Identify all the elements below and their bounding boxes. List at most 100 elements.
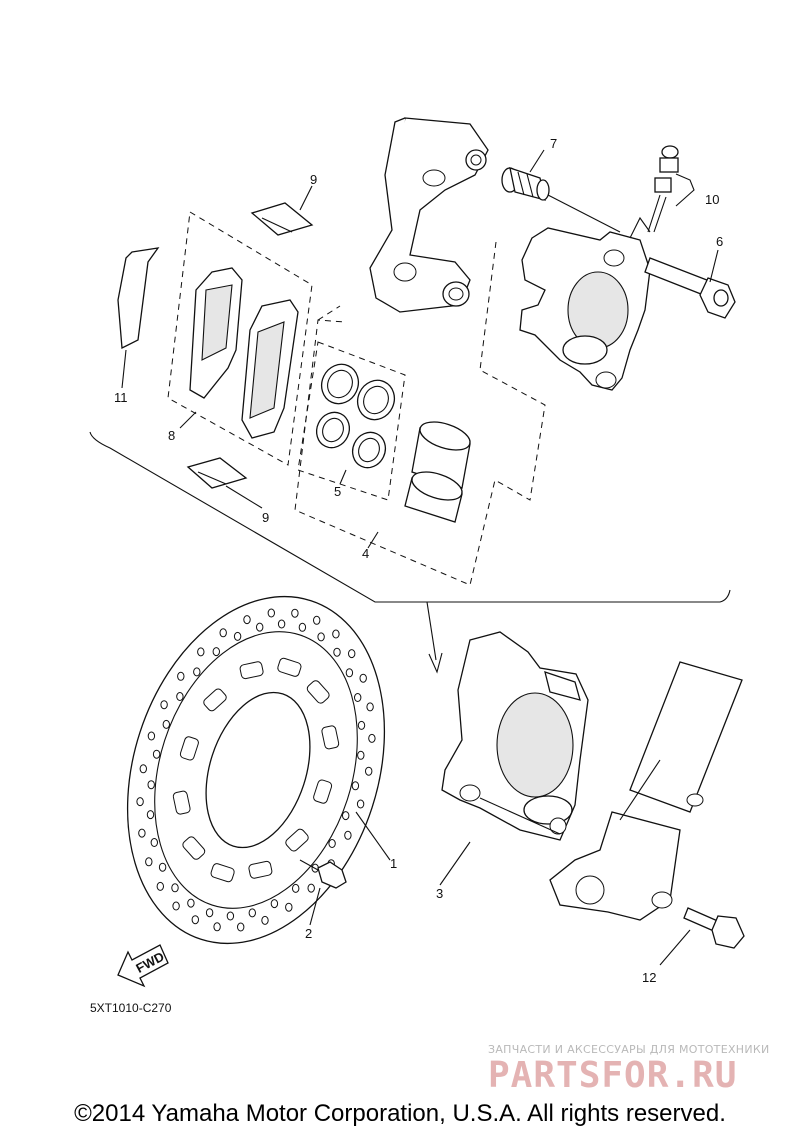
disc-hole xyxy=(366,702,374,712)
disc-hole xyxy=(237,922,245,932)
disc-hole xyxy=(187,898,195,908)
disc-hole xyxy=(193,667,201,677)
disc-hole xyxy=(243,615,251,625)
disc-slot xyxy=(313,779,333,804)
disc-hole xyxy=(354,693,362,702)
disc-hole xyxy=(356,799,365,809)
callout-7: 7 xyxy=(550,136,557,151)
disc-slot xyxy=(248,860,273,879)
bleed-screw xyxy=(647,145,679,233)
pin-boot xyxy=(501,167,621,233)
disc-hole xyxy=(156,881,165,891)
seal-kit-boundary xyxy=(297,341,406,501)
disc-hole xyxy=(291,608,299,618)
disc-hole xyxy=(267,608,275,618)
front-fork xyxy=(549,661,743,921)
disc-slot xyxy=(285,828,309,852)
disc-slot xyxy=(172,790,191,815)
disc-hole xyxy=(191,915,200,925)
disc-hole xyxy=(345,668,354,678)
disc-hole xyxy=(357,720,366,730)
disc-hole xyxy=(368,733,376,743)
disc-hole xyxy=(333,647,341,657)
diagram-code: 5XT1010-C270 xyxy=(90,1001,172,1015)
fork-bolt xyxy=(683,907,745,949)
disc-hole xyxy=(138,828,146,838)
disc-hole xyxy=(172,901,180,911)
caliper-assembly xyxy=(441,631,589,841)
disc-hole xyxy=(197,647,205,657)
leader-lines xyxy=(121,149,719,966)
disc-hole xyxy=(248,908,257,918)
disc-hole xyxy=(342,811,350,821)
disc-hole xyxy=(145,857,153,867)
forward-arrow-icon: FWD xyxy=(117,944,169,988)
disc-slot xyxy=(179,736,199,761)
disc-hole xyxy=(177,671,185,681)
disc-hole xyxy=(351,781,360,791)
callout-9-bottom: 9 xyxy=(262,510,269,525)
brake-pads xyxy=(189,267,299,439)
disc-slot xyxy=(321,725,340,750)
brake-disc xyxy=(126,595,386,945)
disc-hole xyxy=(158,862,167,872)
disc-hole xyxy=(152,749,161,759)
disc-slot xyxy=(203,688,227,712)
callout-11: 11 xyxy=(114,390,128,405)
disc-slot xyxy=(210,863,235,883)
callout-5: 5 xyxy=(334,484,341,499)
brake-caliper-diagram: 1 2 3 4 5 6 7 8 9 9 10 11 12 FWD 5XT1010… xyxy=(89,117,745,1015)
disc-hole xyxy=(313,615,321,625)
disc-hole xyxy=(162,719,171,729)
callout-6: 6 xyxy=(716,234,723,249)
pad-shims xyxy=(186,202,314,489)
disc-slot xyxy=(277,657,302,677)
callout-4: 4 xyxy=(362,546,369,561)
disc-hole xyxy=(348,649,356,659)
disc-hole xyxy=(176,692,184,701)
disc-hole xyxy=(219,628,227,638)
callout-1: 1 xyxy=(390,856,397,871)
disc-hole xyxy=(212,647,221,657)
caliper-body xyxy=(519,216,651,391)
disc-slot xyxy=(239,661,264,680)
disc-hole xyxy=(146,810,155,820)
watermark-logo: PARTSFOR.RU xyxy=(488,1055,738,1096)
callout-12: 12 xyxy=(642,970,656,985)
disc-hole xyxy=(317,632,325,642)
disc-hole xyxy=(205,908,214,918)
disc-hole xyxy=(344,830,352,840)
disc-hole xyxy=(332,629,340,639)
disc-hole xyxy=(365,766,373,776)
callout-10: 10 xyxy=(705,192,719,207)
piston-seals xyxy=(315,363,396,469)
disc-hole xyxy=(226,911,235,921)
caliper-bolt xyxy=(644,257,736,319)
pistons xyxy=(404,421,471,523)
callout-8: 8 xyxy=(168,428,175,443)
disc-hole xyxy=(150,838,159,847)
disc-hole xyxy=(359,673,367,683)
disc-slot xyxy=(182,836,206,860)
caliper-bracket xyxy=(369,117,489,313)
disc-hole xyxy=(147,731,156,741)
disc-hole xyxy=(147,780,155,790)
pad-kit-boundary xyxy=(167,211,313,466)
disc-hole xyxy=(277,619,286,629)
callout-2: 2 xyxy=(305,926,312,941)
disc-hole xyxy=(136,797,144,807)
disc-hole xyxy=(261,915,269,925)
disc-hole xyxy=(328,839,336,848)
disc-slot xyxy=(306,680,330,704)
disc-hole xyxy=(270,899,279,909)
disc-hole xyxy=(233,631,242,641)
callout-3: 3 xyxy=(436,886,443,901)
watermark-tagline: ЗАПЧАСТИ И АКСЕССУАРЫ ДЛЯ МОТОТЕХНИКИ xyxy=(488,1043,770,1056)
disc-hole xyxy=(171,883,179,893)
group-bracket xyxy=(89,431,731,603)
copyright-notice: ©2014 Yamaha Motor Corporation, U.S.A. A… xyxy=(74,1100,726,1127)
disc-hole xyxy=(213,922,221,932)
disc-hole xyxy=(307,883,315,893)
disc-hole xyxy=(357,750,365,760)
disc-hole xyxy=(298,622,307,632)
